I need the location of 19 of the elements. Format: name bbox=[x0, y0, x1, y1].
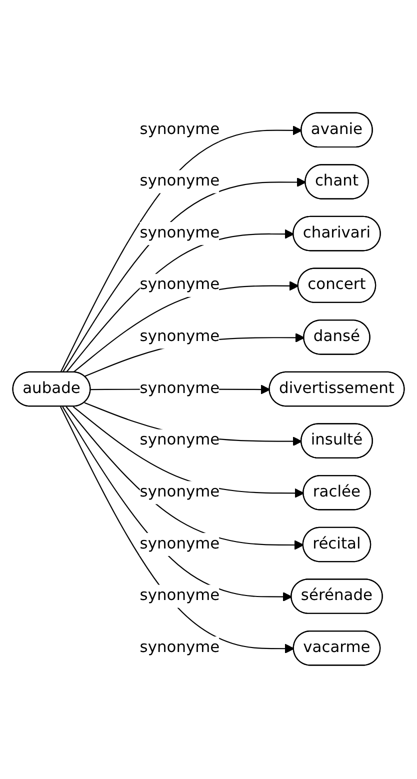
arrow bbox=[60, 126, 302, 374]
arrow bbox=[66, 230, 294, 374]
edge-label: synonyme bbox=[140, 380, 220, 398]
edge-label: synonyme bbox=[140, 639, 220, 657]
arrow bbox=[72, 406, 304, 498]
arrow bbox=[62, 178, 306, 374]
edge-label: synonyme bbox=[140, 172, 220, 190]
edge-label: synonyme bbox=[140, 536, 220, 554]
arrow bbox=[60, 406, 294, 654]
edge-label: synonyme bbox=[140, 328, 220, 346]
arrow bbox=[72, 282, 299, 374]
arrow bbox=[62, 406, 292, 602]
arrow bbox=[66, 406, 304, 550]
edge-label: synonyme bbox=[140, 276, 220, 294]
edge-label: synonyme bbox=[140, 121, 220, 139]
edge-label: synonyme bbox=[140, 484, 220, 502]
edge-label: synonyme bbox=[140, 224, 220, 242]
edge-label: synonyme bbox=[140, 587, 220, 606]
edge-label: synonyme bbox=[140, 432, 220, 450]
